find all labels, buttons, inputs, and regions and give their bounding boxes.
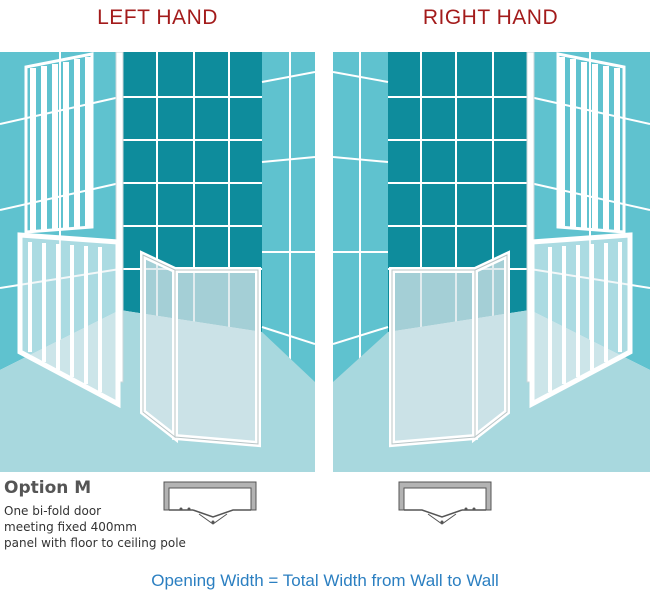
plan-walls bbox=[398, 481, 492, 511]
plan-hinge bbox=[179, 507, 183, 511]
plan-handle bbox=[211, 520, 215, 524]
option-description-line: panel with floor to ceiling pole bbox=[4, 536, 186, 550]
option-description-line: One bi-fold door bbox=[4, 504, 102, 518]
plan-bifold-door bbox=[192, 509, 251, 518]
fixed-panel-slats bbox=[559, 57, 620, 232]
fixed-panel-upper-frame bbox=[556, 52, 626, 234]
right-scene-content bbox=[333, 52, 650, 472]
option-description-line: meeting fixed 400mm bbox=[4, 520, 137, 534]
bifold-door-right-leaf bbox=[172, 267, 261, 448]
plan-hinge bbox=[464, 507, 468, 511]
opening-width-note: Opening Width = Total Width from Wall to… bbox=[151, 571, 499, 590]
fixed-panel-lower-slats bbox=[28, 242, 102, 392]
fixed-panel-lower-slats bbox=[548, 242, 622, 392]
plan-walls bbox=[163, 481, 257, 511]
left-hand-plan-diagram bbox=[163, 481, 257, 525]
right-hand-plan-diagram bbox=[398, 481, 492, 525]
plan-door-swing bbox=[198, 513, 228, 525]
left-wall-tile-grid bbox=[333, 52, 389, 402]
left-hand-heading: LEFT HAND bbox=[97, 6, 218, 29]
plan-bifold-door bbox=[404, 509, 463, 518]
right-hand-shower-illustration bbox=[333, 52, 650, 472]
bifold-door-right-leaf bbox=[389, 267, 478, 448]
fixed-panel-slats bbox=[30, 57, 91, 232]
bifold-door-left-leaf bbox=[140, 250, 178, 444]
fixed-panel-upper-frame bbox=[24, 52, 94, 234]
left-hand-shower-illustration bbox=[0, 52, 315, 472]
option-description: One bi-fold door meeting fixed 400mm pan… bbox=[4, 503, 186, 551]
plan-door-swing bbox=[427, 513, 457, 525]
plan-hinge bbox=[472, 507, 476, 511]
bifold-door-left-leaf bbox=[472, 250, 510, 444]
right-hand-heading: RIGHT HAND bbox=[422, 6, 559, 29]
left-scene-content bbox=[0, 52, 315, 472]
plan-hinge bbox=[187, 507, 191, 511]
right-wall-tile-grid bbox=[261, 52, 315, 402]
plan-handle bbox=[440, 520, 444, 524]
option-title: Option M bbox=[4, 478, 92, 498]
